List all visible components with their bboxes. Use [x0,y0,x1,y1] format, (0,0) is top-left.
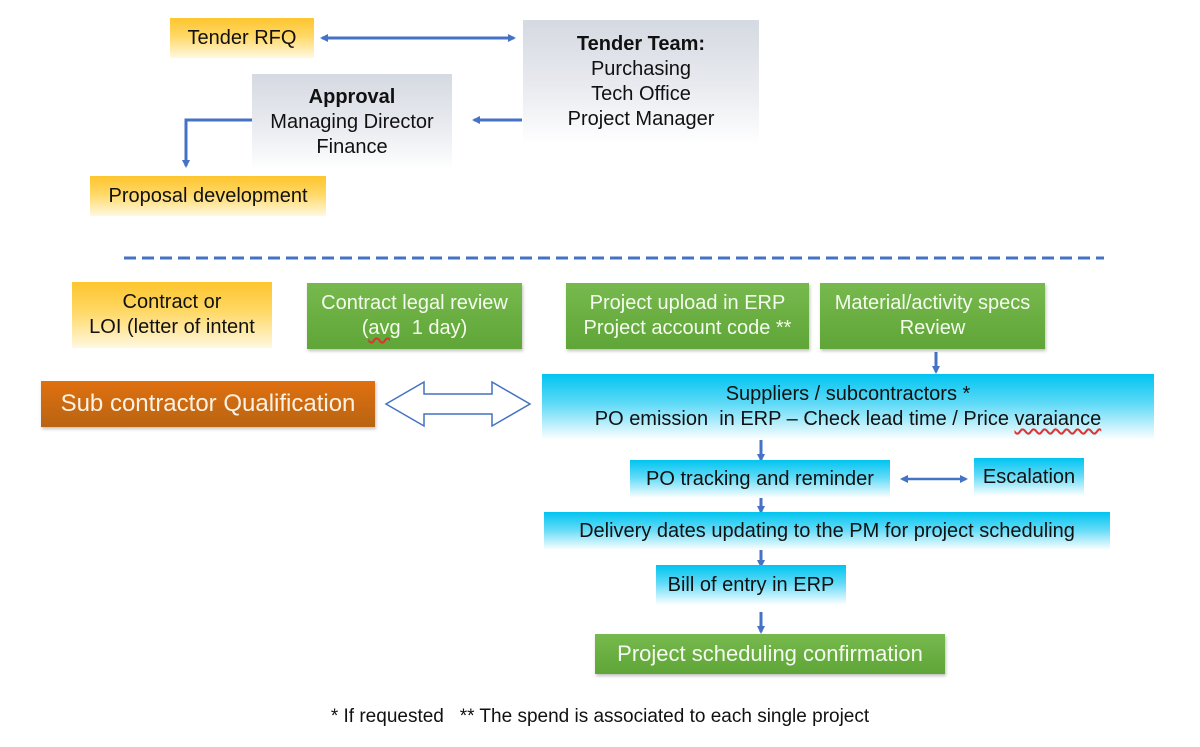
approval-member: Finance [316,135,388,158]
contract-box: Contract or LOI (letter of intent [72,282,272,348]
tender-team-title: Tender Team: [576,33,706,55]
misspelled-word: avg [368,317,401,339]
delivery-dates-box: Delivery dates updating to the PM for pr… [544,512,1110,550]
erp-upload-line: Project account code ** [583,317,792,339]
specs-review-line: Review [899,317,966,339]
bill-of-entry-label: Bill of entry in ERP [667,573,835,596]
tender-team-box: Tender Team: Purchasing Tech Office Proj… [523,20,759,144]
escalation-box: Escalation [974,458,1084,496]
misspelled-word: varaiance [1014,408,1102,430]
approval-box: Approval Managing Director Finance [252,74,452,170]
legal-review-line2: (avg 1 day) [361,317,468,339]
contract-line: Contract or [122,291,222,313]
hollow-double-arrow [384,380,532,428]
approval-member: Managing Director [270,110,434,133]
legal-review-box: Contract legal review (avg 1 day) [307,283,522,349]
po-tracking-box: PO tracking and reminder [630,460,890,498]
bill-of-entry-box: Bill of entry in ERP [656,565,846,605]
subcontractor-box: Sub contractor Qualification [41,381,375,427]
tender-team-member: Purchasing [590,58,692,80]
specs-review-box: Material/activity specs Review [820,283,1045,349]
proposal-label: Proposal development [108,184,308,207]
suppliers-line2: PO emission in ERP – Check lead time / P… [594,408,1102,430]
contract-line: LOI (letter of intent [89,316,255,338]
proposal-box: Proposal development [90,176,326,216]
approval-proposal-arrow [182,118,252,168]
suppliers-line1: Suppliers / subcontractors * [725,383,971,405]
po-tracking-label: PO tracking and reminder [646,467,874,490]
tender-rfq-box: Tender RFQ [170,18,314,58]
scheduling-confirmation-box: Project scheduling confirmation [595,634,945,674]
tender-team-member: Project Manager [567,108,715,130]
escalation-label: Escalation [982,465,1076,488]
suppliers-box: Suppliers / subcontractors * PO emission… [542,374,1154,440]
legal-review-line1: Contract legal review [321,292,508,314]
erp-upload-line: Project upload in ERP [589,292,786,314]
tender-rfq-label: Tender RFQ [187,26,297,49]
delivery-dates-label: Delivery dates updating to the PM for pr… [579,519,1075,542]
tender-team-member: Tech Office [591,83,691,105]
footnote: * If requested ** The spend is associate… [330,706,870,727]
subcontractor-label: Sub contractor Qualification [60,390,356,417]
specs-review-line: Material/activity specs [834,292,1031,314]
scheduling-confirmation-label: Project scheduling confirmation [617,641,923,667]
erp-upload-box: Project upload in ERP Project account co… [566,283,809,349]
approval-title: Approval [308,85,396,108]
